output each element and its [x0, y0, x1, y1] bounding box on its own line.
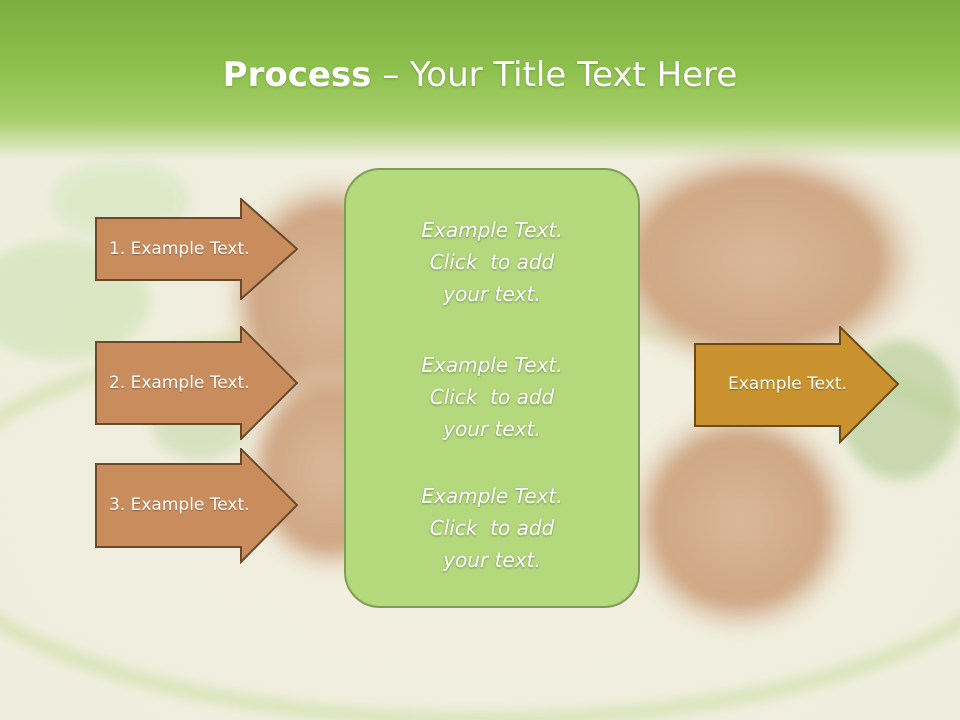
title-dash: –	[371, 55, 411, 95]
input-label-2: 2. Example Text.	[109, 373, 250, 393]
arrow-shape	[95, 198, 299, 300]
input-arrow-1[interactable]: 1. Example Text.	[95, 198, 299, 300]
center-text-box[interactable]: Example Text. Click to add your text. Ex…	[344, 168, 640, 608]
input-label-1: 1. Example Text.	[109, 239, 250, 259]
slide-title: Process – Your Title Text Here	[0, 52, 960, 98]
input-arrow-2[interactable]: 2. Example Text.	[95, 326, 299, 440]
center-block-1-line-2: Click to add	[429, 250, 555, 274]
title-band	[0, 0, 960, 160]
output-label: Example Text.	[728, 374, 847, 394]
center-block-3-line-3: your text.	[443, 548, 541, 572]
output-arrow[interactable]: Example Text.	[694, 326, 900, 444]
center-block-2-line-2: Click to add	[429, 385, 555, 409]
title-rest: Your Title Text Here	[410, 55, 738, 95]
title-bold: Process	[222, 55, 372, 95]
center-block-2: Example Text. Click to add your text.	[346, 349, 638, 445]
center-block-3-line-1: Example Text.	[421, 484, 563, 508]
arrow-shape	[694, 326, 900, 444]
center-block-1-line-3: your text.	[443, 282, 541, 306]
input-arrow-3[interactable]: 3. Example Text.	[95, 448, 299, 564]
center-block-1-line-1: Example Text.	[421, 218, 563, 242]
arrow-shape	[95, 326, 299, 440]
center-block-2-line-3: your text.	[443, 417, 541, 441]
center-block-3: Example Text. Click to add your text.	[346, 480, 638, 576]
center-block-1: Example Text. Click to add your text.	[346, 214, 638, 310]
center-block-2-line-1: Example Text.	[421, 353, 563, 377]
arrow-shape	[95, 448, 299, 564]
input-label-3: 3. Example Text.	[109, 495, 250, 515]
center-block-3-line-2: Click to add	[429, 516, 555, 540]
